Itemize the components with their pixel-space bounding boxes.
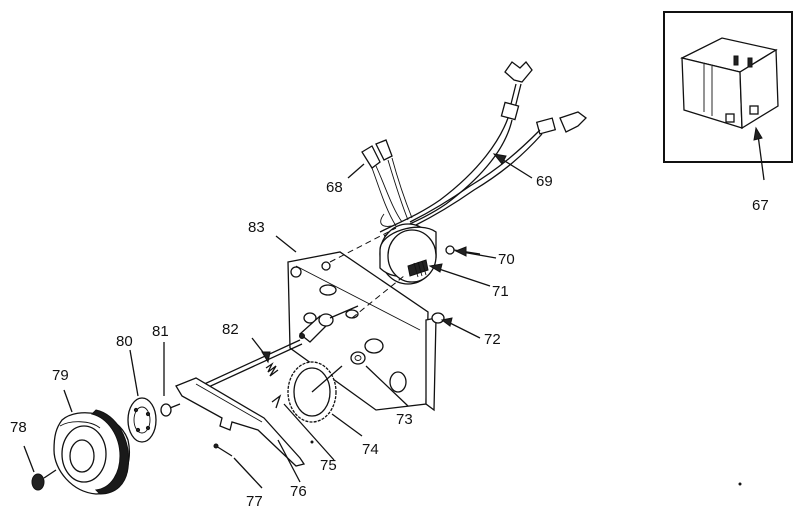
inset-panel: 67 bbox=[663, 11, 793, 214]
leader-79 bbox=[63, 389, 73, 413]
label-78: 78 bbox=[10, 419, 27, 436]
label-70: 70 bbox=[498, 251, 515, 268]
leader-77 bbox=[233, 457, 263, 489]
shaft-assembly bbox=[199, 305, 359, 391]
label-82: 82 bbox=[222, 321, 239, 338]
label-67: 67 bbox=[752, 197, 769, 214]
washer-72 bbox=[431, 312, 445, 324]
leader-67 bbox=[757, 134, 765, 181]
leader-71 bbox=[435, 267, 491, 287]
label-81: 81 bbox=[152, 323, 169, 340]
screw-78 bbox=[31, 469, 57, 491]
leader-80 bbox=[129, 349, 139, 397]
wire-harness bbox=[361, 61, 587, 237]
label-80: 80 bbox=[116, 333, 133, 350]
leader-75 bbox=[283, 403, 335, 461]
dial-plate-80 bbox=[127, 397, 157, 443]
label-68: 68 bbox=[326, 179, 343, 196]
leader-74 bbox=[331, 413, 363, 437]
motor-part bbox=[379, 223, 437, 285]
gear-74 bbox=[287, 361, 343, 423]
leader-68 bbox=[347, 163, 365, 179]
pin-77 bbox=[213, 443, 233, 457]
leader-76 bbox=[277, 439, 301, 483]
label-72: 72 bbox=[484, 331, 501, 348]
leader-73 bbox=[365, 365, 409, 407]
label-69: 69 bbox=[536, 173, 553, 190]
leader-72 bbox=[447, 321, 481, 339]
leader-78 bbox=[23, 445, 35, 473]
leader-83 bbox=[275, 235, 297, 253]
clip-75 bbox=[271, 394, 282, 409]
leader-70 bbox=[461, 251, 497, 259]
label-71: 71 bbox=[492, 283, 509, 300]
label-79: 79 bbox=[52, 367, 69, 384]
spring-82 bbox=[265, 362, 279, 377]
label-76: 76 bbox=[290, 483, 307, 500]
leader-69 bbox=[499, 157, 533, 179]
screw-81 bbox=[160, 403, 181, 417]
label-74: 74 bbox=[362, 441, 379, 458]
lever-76 bbox=[175, 377, 306, 467]
label-73: 73 bbox=[396, 411, 413, 428]
washer-73 bbox=[350, 351, 366, 365]
label-83: 83 bbox=[248, 219, 265, 236]
transformer-part bbox=[680, 37, 779, 130]
knob-79 bbox=[53, 409, 130, 495]
label-75: 75 bbox=[320, 457, 337, 474]
label-77: 77 bbox=[246, 493, 263, 510]
